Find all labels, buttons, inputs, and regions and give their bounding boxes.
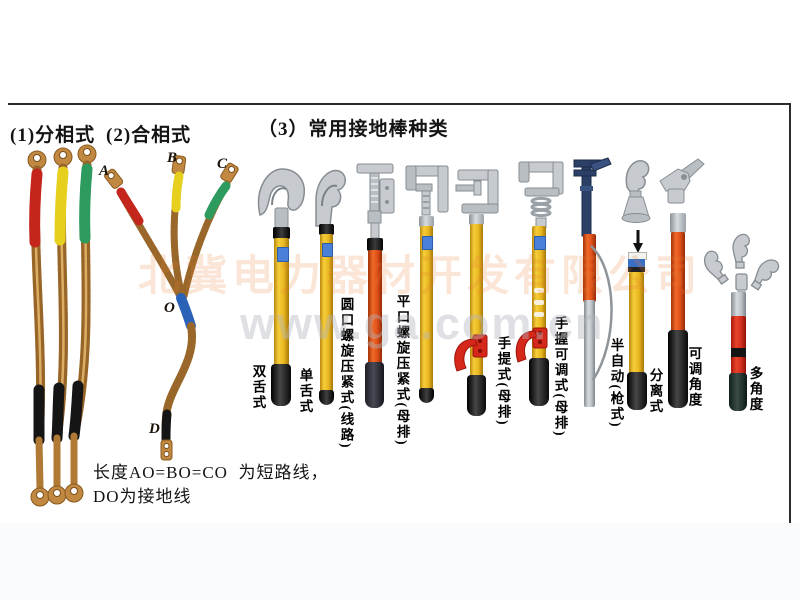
rod9-pole: [671, 232, 685, 332]
rod1-pole: [274, 238, 289, 366]
rod4-pole: [420, 226, 433, 390]
caption-line1: 长度AO=BO=CO 为短路线，: [93, 463, 329, 482]
rod10-pole-lower: [731, 357, 746, 375]
caption-line2: DO为接地线: [93, 487, 192, 506]
rod4-collar: [419, 216, 434, 227]
rod8-grip: [627, 372, 647, 410]
rod8-pole: [629, 272, 644, 374]
rod6-red-handle-bracket: [515, 327, 548, 363]
rod3-label: 圆口螺旋压紧式(线路): [338, 297, 354, 450]
rod4-flat-screw-clamp-icon: [405, 165, 449, 216]
rod6-spring-clamp-icon: [518, 161, 564, 229]
rod2-single-tongue-clamp-icon: [315, 169, 346, 227]
rod6-pole: [532, 226, 546, 360]
rod3-collar: [367, 238, 383, 251]
rod1-label: 双舌式: [250, 364, 266, 411]
rod2-label: 单舌式: [297, 368, 313, 415]
rod10-label: 多角度: [747, 366, 763, 413]
watermark-url: www.ga.com.cn: [240, 298, 605, 349]
rod2-collar: [319, 224, 334, 235]
rod3-grip: [365, 362, 384, 408]
rod6-stripe: [534, 300, 544, 305]
section-title-phase-separate: (1)分相式: [10, 125, 96, 146]
rod7-label: 半自动(枪式): [608, 338, 624, 429]
cable-point-b: B: [167, 150, 178, 166]
rod3-pole: [368, 250, 382, 364]
rod4-label: 平口螺旋压紧式(母排): [394, 294, 410, 447]
rod4-end-cap: [419, 388, 434, 403]
rod6-label-sticker: [534, 236, 546, 250]
rod8-down-arrow-icon: [633, 230, 643, 253]
rod5-label: 手提式(母排): [495, 336, 511, 427]
bottom-band: [0, 523, 800, 600]
rod8-detachable-head-icon: [621, 160, 651, 223]
rod1-double-tongue-clamp-icon: [257, 168, 305, 229]
rod5-grip: [467, 375, 486, 416]
rod3-round-screw-clamp-icon: [356, 163, 395, 239]
rod7-wire-loop-handle: [590, 245, 613, 381]
rod10-tip: [731, 292, 746, 318]
rod1-grip: [271, 364, 291, 406]
rod10-grip: [729, 373, 747, 411]
cable-point-d: D: [149, 421, 160, 437]
rod1-label-sticker: [277, 247, 289, 262]
rod7-pole-upper: [583, 234, 596, 302]
rod4-label-sticker: [422, 236, 433, 250]
rod6-stripe: [534, 288, 544, 293]
cable-point-c: C: [217, 156, 228, 172]
rod1-collar: [273, 227, 290, 239]
separate-phase-cables-illustration: [27, 144, 97, 507]
rod9-grip: [668, 330, 688, 408]
cable-point-a: A: [99, 163, 110, 179]
rod5-c-clamp-icon: [455, 169, 499, 214]
rod9-collar: [670, 213, 686, 233]
rod5-red-handle-bracket: [454, 334, 488, 372]
top-border-line: [8, 103, 791, 105]
cable-point-o: O: [164, 300, 175, 316]
rod9-pistol-grip-head-icon: [659, 158, 705, 204]
section-title-rod-types: （3）常用接地棒种类: [258, 119, 449, 140]
right-border-line: [789, 103, 791, 532]
rod7-semiautomatic-head-icon: [573, 157, 612, 237]
rod8-label: 分离式: [647, 368, 663, 415]
rod2-pole: [320, 234, 333, 392]
rod2-end-cap: [319, 390, 334, 405]
rod9-label: 可调角度: [686, 346, 702, 408]
rod6-label: 手握可调式(母排): [552, 316, 568, 438]
rod2-label-sticker: [322, 243, 333, 257]
rod7-pole-lower: [584, 300, 595, 407]
section-title-phase-combined: (2)合相式: [106, 125, 192, 146]
rod8-ring-black: [628, 267, 645, 272]
watermark-company: 北冀电力器材开发有限公司: [138, 254, 703, 300]
rod6-grip: [529, 358, 549, 406]
rod6-stripe: [534, 312, 544, 317]
combined-phase-cable-illustration: [104, 155, 239, 461]
rod10-black-band: [731, 348, 746, 359]
rod5-collar: [469, 214, 484, 225]
rod8-ring-blue: [628, 259, 645, 267]
rod10-pole-upper: [731, 316, 746, 350]
